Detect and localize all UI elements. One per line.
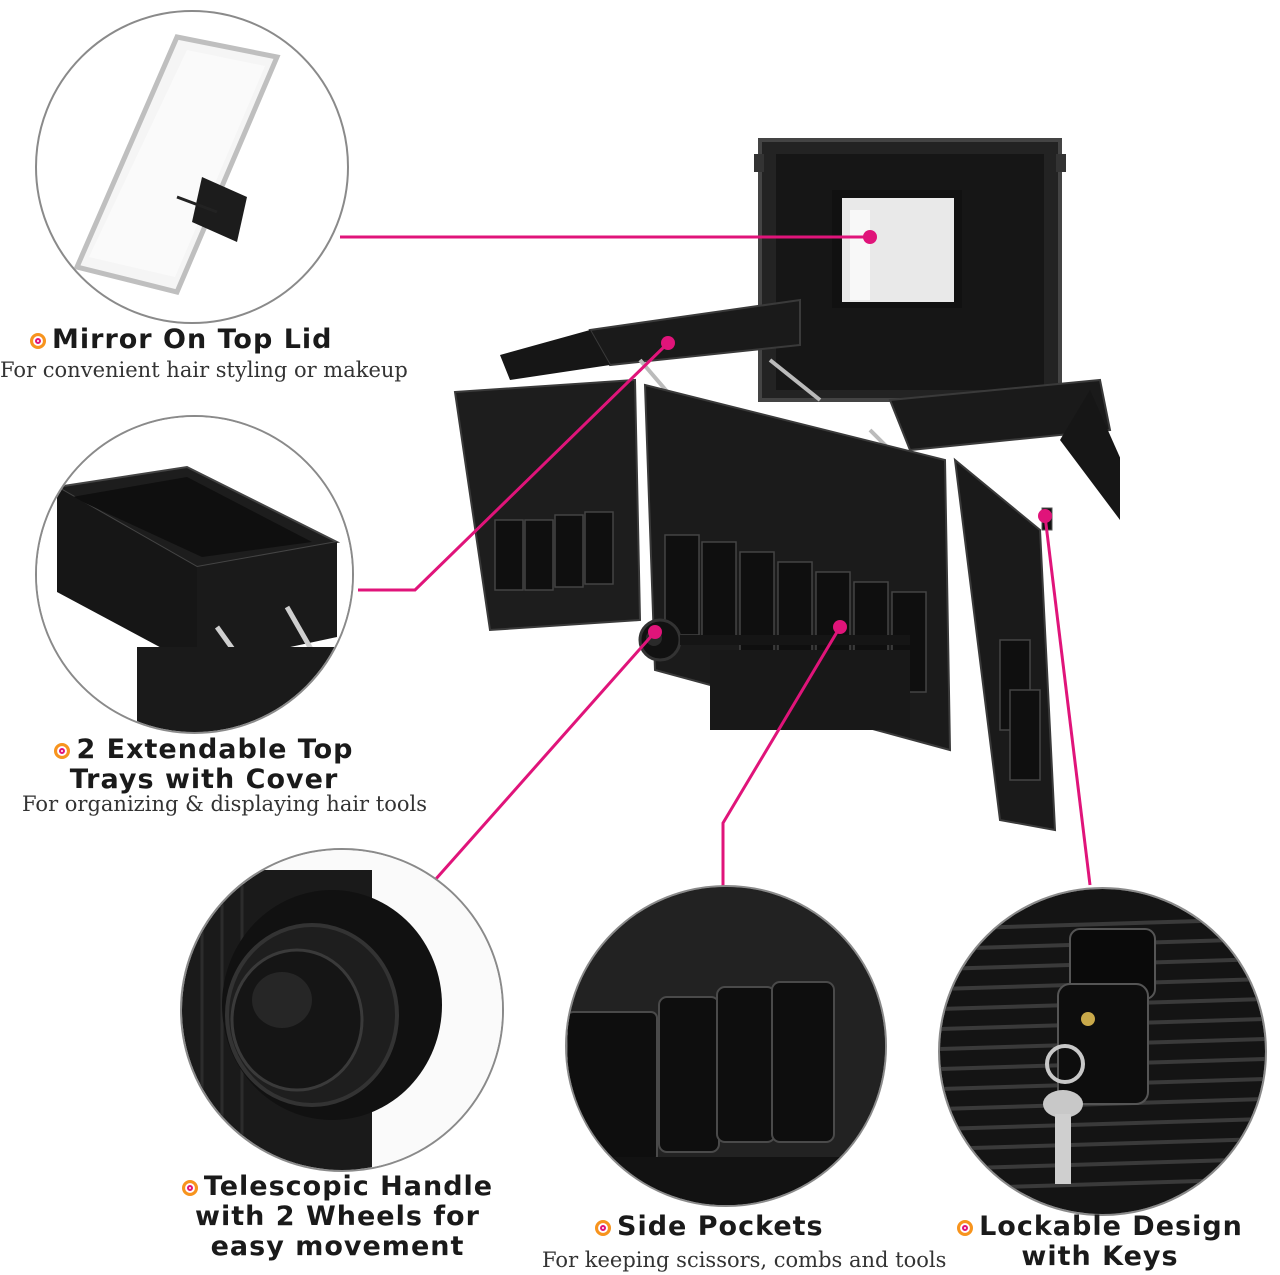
feature-mirror-subtitle: For convenient hair styling or makeup [0,358,408,382]
feature-pockets-subtitle: For keeping scissors, combs and tools [542,1248,947,1272]
detail-circle-wheel [180,848,504,1172]
wheel-icon [182,850,502,1170]
mirror-icon [73,34,281,295]
detail-circle-mirror [35,10,349,324]
feature-trays-subtitle: For organizing & displaying hair tools [22,792,427,816]
bullet-icon [54,743,71,759]
tray-icon [37,417,352,732]
bullet-icon [30,333,46,349]
feature-trays-title: 2 Extendable Top Trays with Cover [44,735,364,795]
bullet-icon [595,1220,611,1236]
bullet-icon [957,1220,974,1236]
feature-lock-title: Lockable Design with Keys [940,1212,1260,1272]
feature-pockets-title: Side Pockets [595,1212,824,1242]
detail-circle-pockets [565,885,887,1207]
detail-circle-tray [35,415,354,734]
detail-circle-lock [938,887,1267,1216]
pockets-icon [567,887,885,1205]
lock-icon [940,889,1265,1214]
bullet-icon [181,1180,198,1196]
product-image-case [440,130,1120,850]
feature-mirror-title: Mirror On Top Lid [30,325,333,355]
feature-wheels-title: Telescopic Handle with 2 Wheels for easy… [165,1172,510,1262]
key-icon [1043,1044,1085,1184]
